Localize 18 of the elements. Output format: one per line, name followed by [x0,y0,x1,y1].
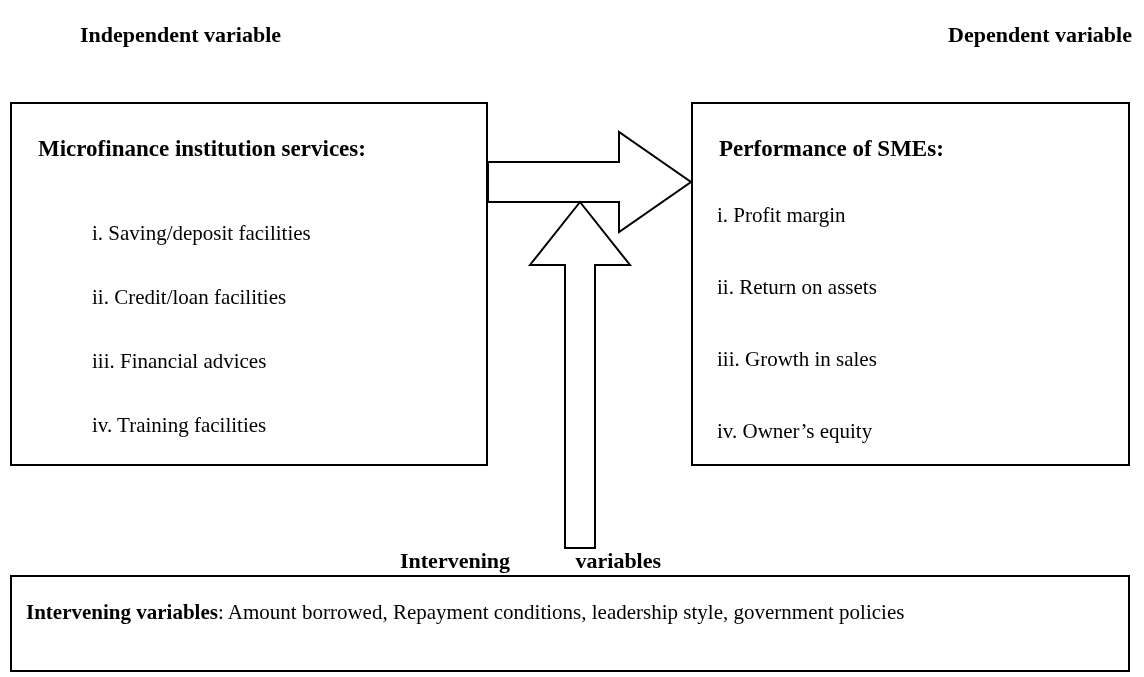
panel-text: Intervening variables: Amount borrowed, Repayment conditions, leadership style, government policies [26,599,906,626]
list-item: i. Saving/deposit facilities [92,220,311,246]
list-item: iv. Training facilities [92,412,267,438]
list-item: iii. Growth in sales [717,346,877,372]
box-heading: Microfinance institution services: [38,135,367,163]
list-item: iv. Owner’s equity [717,418,873,444]
block-arrow [487,130,693,234]
panel-heading: Intervening variables [400,548,662,574]
list-item: i. Profit margin [717,202,846,228]
column-heading: Independent variable [80,21,282,49]
box-heading: Performance of SMEs: [719,135,945,163]
list-item: ii. Return on assets [717,274,877,300]
list-item: ii. Credit/loan facilities [92,284,287,310]
block-arrow [527,200,633,549]
variable-box [691,102,1130,466]
list-item: iii. Financial advices [92,348,267,374]
column-heading: Dependent variable [948,21,1132,49]
variable-box [10,102,488,466]
